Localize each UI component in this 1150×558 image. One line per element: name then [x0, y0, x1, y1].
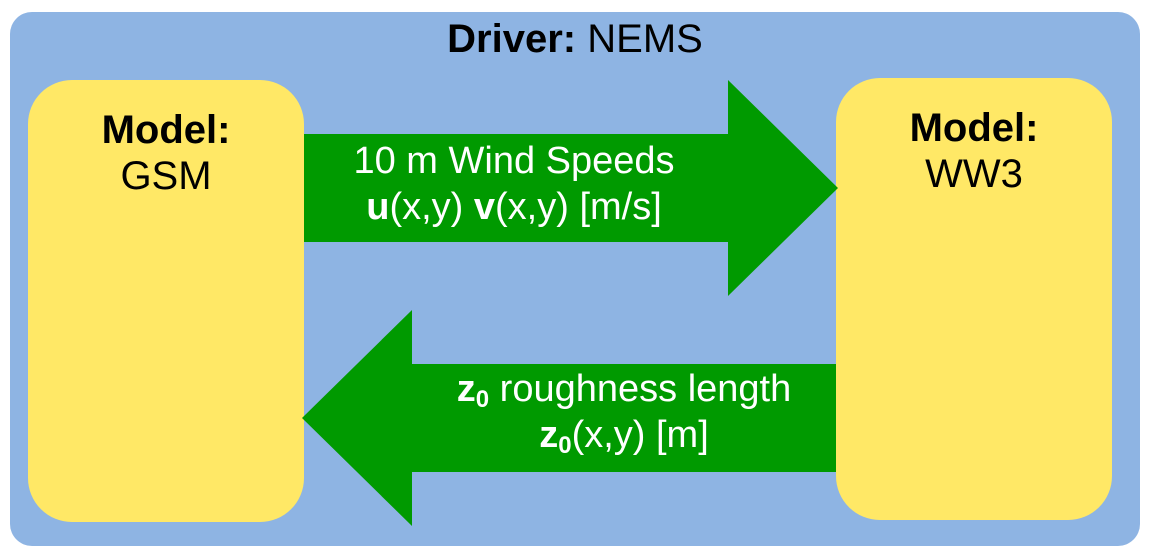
model-gsm-box: Model: GSM — [28, 80, 304, 522]
roughness-z-symbol-2: z — [539, 414, 559, 456]
roughness-z-subscript: 0 — [475, 386, 490, 413]
driver-title: Driver: NEMS — [0, 16, 1150, 62]
model-ww3-label-key: Model: — [909, 106, 1039, 150]
wind-arrow-label: 10 m Wind Speeds u(x,y) v(x,y) [m/s] — [304, 138, 724, 230]
model-gsm-label-key: Model: — [101, 108, 231, 152]
wind-u-symbol: u — [366, 186, 390, 228]
driver-label-key: Driver: — [447, 17, 577, 61]
roughness-z-subscript-2: 0 — [558, 432, 572, 459]
wind-v-symbol: v — [473, 186, 496, 228]
roughness-line2-args: (x,y) [m] — [571, 414, 709, 456]
driver-label-value: NEMS — [587, 17, 703, 61]
roughness-z-symbol: z — [456, 368, 476, 410]
wind-u-args: (x,y) — [389, 186, 474, 228]
model-ww3-label-value: WW3 — [925, 152, 1023, 196]
wind-arrow — [304, 80, 838, 296]
model-ww3-box: Model: WW3 — [836, 78, 1112, 520]
roughness-arrow-label: z0 roughness length z0(x,y) [m] — [420, 366, 828, 458]
roughness-arrow-line2: z0(x,y) [m] — [420, 412, 828, 458]
model-gsm-label-value: GSM — [120, 154, 212, 198]
roughness-line1-text: roughness length — [489, 368, 792, 410]
wind-v-args: (x,y) [m/s] — [495, 186, 662, 228]
roughness-arrow — [302, 310, 836, 526]
wind-arrow-line2: u(x,y) v(x,y) [m/s] — [304, 184, 724, 230]
roughness-arrow-line1: z0 roughness length — [420, 366, 828, 412]
wind-arrow-line1: 10 m Wind Speeds — [353, 140, 675, 182]
